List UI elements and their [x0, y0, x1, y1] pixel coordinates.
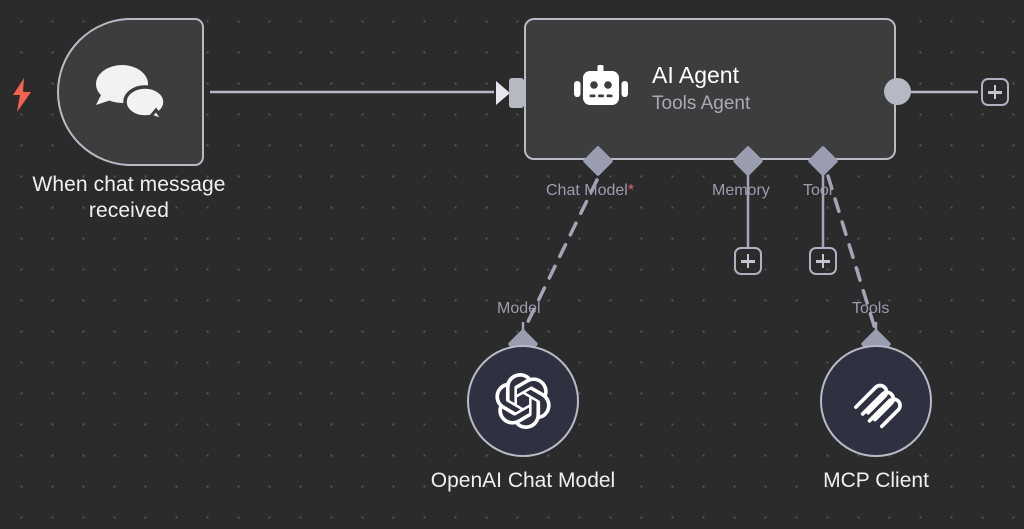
node-label-trigger: When chat message received: [32, 173, 226, 222]
port-label-text: Chat Model: [546, 182, 628, 199]
required-marker: *: [627, 182, 635, 199]
add-tool-button[interactable]: [809, 247, 837, 275]
node-when-chat-message-received[interactable]: [13, 18, 204, 166]
lightning-bolt-icon: [13, 78, 31, 112]
node-label-mcp-client: MCP Client: [823, 469, 929, 492]
chat-bubbles-icon: [95, 65, 167, 121]
robot-icon: [574, 65, 628, 105]
agent-port-label-tool: Tool: [803, 182, 832, 200]
mcp-client-icon: [854, 383, 902, 429]
node-title-ai-agent: AI Agent: [652, 62, 739, 88]
mcp-port-label: Tools: [852, 300, 889, 318]
add-node-button-after-agent[interactable]: [981, 78, 1009, 106]
agent-port-label-chat-model: Chat Model*: [546, 182, 634, 200]
node-label-openai-chat-model: OpenAI Chat Model: [430, 469, 616, 492]
agent-input-port[interactable]: [509, 78, 524, 108]
port-label-text: Memory: [712, 182, 770, 199]
agent-port-label-memory: Memory: [712, 182, 770, 200]
node-openai-chat-model[interactable]: [467, 345, 579, 457]
node-mcp-client[interactable]: [820, 345, 932, 457]
port-label-text: Tools: [852, 300, 890, 317]
add-memory-button[interactable]: [734, 247, 762, 275]
input-arrow-icon: [496, 81, 510, 105]
port-label-text: Tool: [803, 182, 833, 199]
port-label-text: Model: [497, 300, 541, 317]
agent-output-port[interactable]: [884, 78, 911, 105]
openai-logo-icon: [495, 373, 551, 429]
openai-port-label: Model: [497, 300, 541, 318]
node-ai-agent[interactable]: AI Agent Tools Agent: [524, 18, 896, 160]
node-subtitle-ai-agent: Tools Agent: [652, 93, 751, 114]
